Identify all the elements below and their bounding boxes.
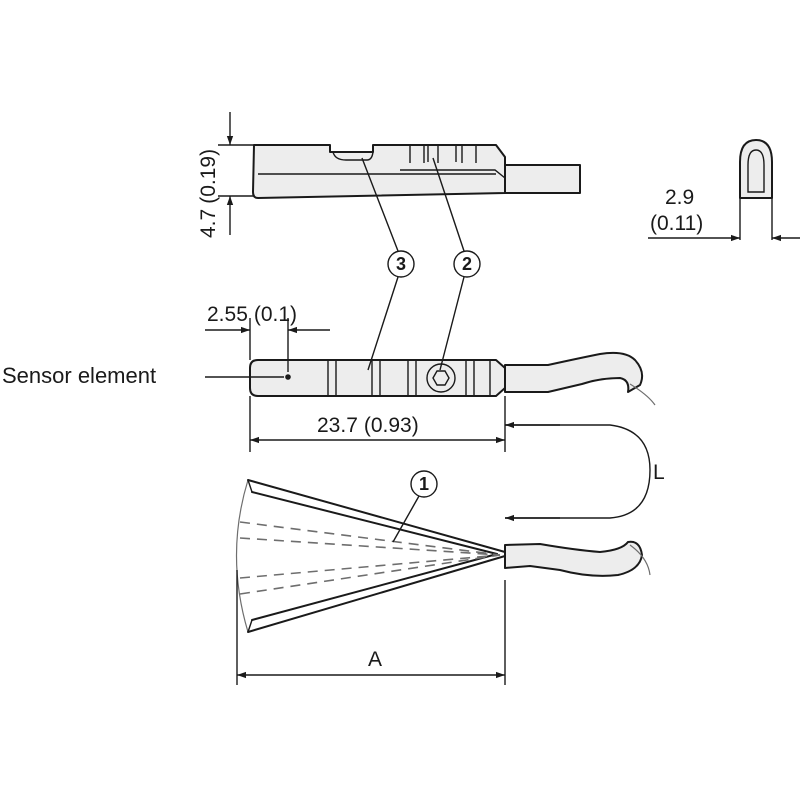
fan-lower-edge — [247, 555, 506, 633]
end-view-profile — [739, 139, 773, 199]
side-view-cable — [504, 164, 581, 194]
screw-hex-icon — [432, 370, 450, 386]
callout-3-circle — [387, 250, 415, 278]
callout-1-number: 1 — [419, 474, 429, 494]
fan-upper-edge — [247, 479, 506, 553]
side-view-screw-head — [427, 146, 457, 162]
end-view-inner — [747, 149, 765, 193]
callout-1-circle — [410, 470, 438, 498]
width-dim-inch: (0.11) — [650, 212, 703, 235]
height-dim-label: 4.7(0.19) — [197, 149, 220, 238]
top-view: Sensor element 2.55(0.1) 23.7(0.93) — [2, 303, 656, 452]
callout-2-number: 2 — [462, 254, 472, 274]
cable-length-arc — [505, 424, 651, 519]
cable-break-curve-top — [629, 383, 656, 406]
fan-left-edge — [247, 479, 253, 633]
fan-dash-3 — [239, 554, 501, 579]
top-view-divider-2 — [371, 360, 381, 396]
side-view-housing — [252, 144, 506, 199]
callout-2-leader-down — [439, 276, 465, 371]
top-view-divider-3 — [407, 360, 417, 396]
fan-lower-edge-inner — [251, 553, 498, 621]
callout-2-circle — [453, 250, 481, 278]
top-view-divider-1 — [327, 360, 337, 396]
spread-dim-label: A — [368, 648, 382, 671]
callout-3-leader-down — [367, 276, 399, 371]
width-dim-value: 2.9 — [665, 186, 694, 209]
top-view-cable — [504, 351, 644, 393]
top-view-divider-4 — [465, 360, 491, 396]
callout-2-leader-up — [432, 157, 465, 252]
side-view-screw-block — [400, 145, 506, 179]
cable-length-dimension: L — [505, 421, 665, 522]
sensor-element-label: Sensor element — [2, 363, 156, 388]
callout-3-number: 3 — [396, 254, 406, 274]
fan-dash-4 — [239, 554, 501, 595]
end-view: 2.9 (0.11) — [648, 139, 800, 242]
fan-dash-1 — [239, 521, 501, 556]
side-view: 4.7(0.19) — [197, 112, 581, 238]
fan-outer-arc — [235, 479, 249, 633]
fan-cable — [504, 540, 643, 577]
length-dim-label: 23.7(0.93) — [317, 414, 419, 437]
callouts: 3 2 — [361, 157, 481, 371]
fan-upper-edge-inner — [251, 491, 498, 555]
offset-dim-label: 2.55(0.1) — [207, 303, 297, 326]
callout-1-leader — [392, 495, 420, 543]
detection-fan-view: 1 A — [235, 470, 651, 685]
fan-dash-2 — [239, 537, 501, 556]
side-view-slot — [332, 151, 374, 161]
cable-length-label: L — [653, 461, 665, 484]
sensor-element-dot — [285, 374, 291, 380]
cable-break-curve-bottom — [629, 544, 651, 576]
callout-3-leader-up — [361, 157, 399, 252]
